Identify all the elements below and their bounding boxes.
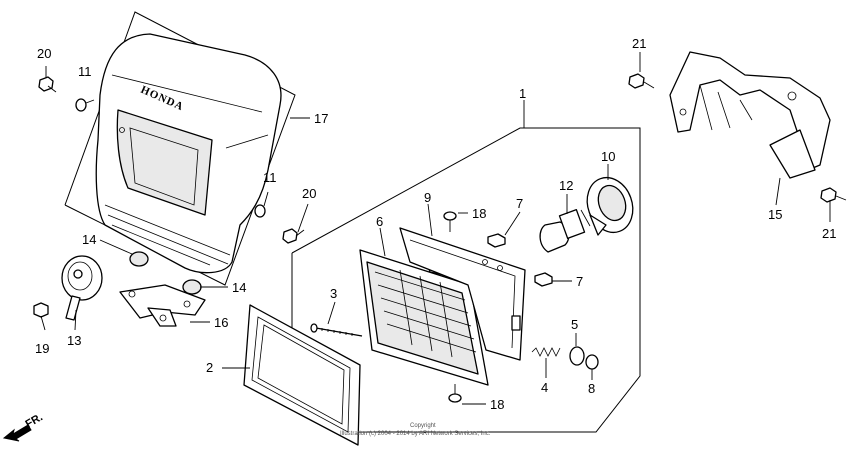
leader-lines [40,52,831,405]
nut-part [33,302,49,318]
cap-part [585,354,599,370]
flange-bolt-part [628,73,847,203]
callout-12: 12 [559,178,573,193]
callout-6: 6 [376,214,383,229]
horn-part [61,255,103,321]
headlight-case-part: HONDA [95,33,282,274]
copyright-line-1: Copyright [410,423,436,429]
callout-4: 4 [541,380,548,395]
headlight-housing-part [399,227,526,361]
callout-2: 2 [206,360,213,375]
front-arrow-icon [2,424,32,442]
callout-14b: 14 [232,280,246,295]
callout-14a: 14 [82,232,96,247]
rubber-mount-part [129,251,202,295]
callout-15: 15 [768,207,782,222]
callout-20b: 20 [302,186,316,201]
copyright-line-2: Illustration (c) 2004 - 2014 by ARI Netw… [340,431,491,437]
callout-16: 16 [214,315,228,330]
callout-18b: 18 [490,397,504,412]
horn-bracket-part [119,284,206,327]
bolt-part [38,76,305,244]
callout-7a: 7 [516,196,523,211]
callout-10: 10 [601,149,615,164]
socket-cap-part [586,176,634,236]
spring-part [531,347,561,357]
callout-9: 9 [424,190,431,205]
callout-19: 19 [35,341,49,356]
screw-part [443,211,462,403]
adjust-screw-part [310,323,363,337]
callout-5: 5 [571,317,578,332]
callout-labels: 1 2 3 4 5 6 7 7 8 9 10 11 11 12 13 14 14… [35,36,836,412]
copyright-notice: Copyright Illustration (c) 2004 - 2014 b… [340,423,491,437]
callout-21b: 21 [822,226,836,241]
callout-13: 13 [67,333,81,348]
bulb-part [539,208,591,253]
callout-11b: 11 [263,170,277,185]
front-direction-marker: FR. [2,411,45,442]
headlight-unit-part [359,249,489,386]
adjust-nut-part [569,346,585,366]
callout-8: 8 [588,381,595,396]
headlight-rim-part [243,304,361,446]
grommet-part [75,98,266,218]
callout-18a: 18 [472,206,486,221]
front-label: FR. [24,411,45,430]
callout-20a: 20 [37,46,51,61]
callout-7b: 7 [576,274,583,289]
callout-17: 17 [314,111,328,126]
headlight-stay-part [669,51,831,179]
clip-part [487,233,553,287]
callout-3: 3 [330,286,337,301]
callout-1: 1 [519,86,526,101]
callout-21a: 21 [632,36,646,51]
callout-11a: 11 [78,64,92,79]
